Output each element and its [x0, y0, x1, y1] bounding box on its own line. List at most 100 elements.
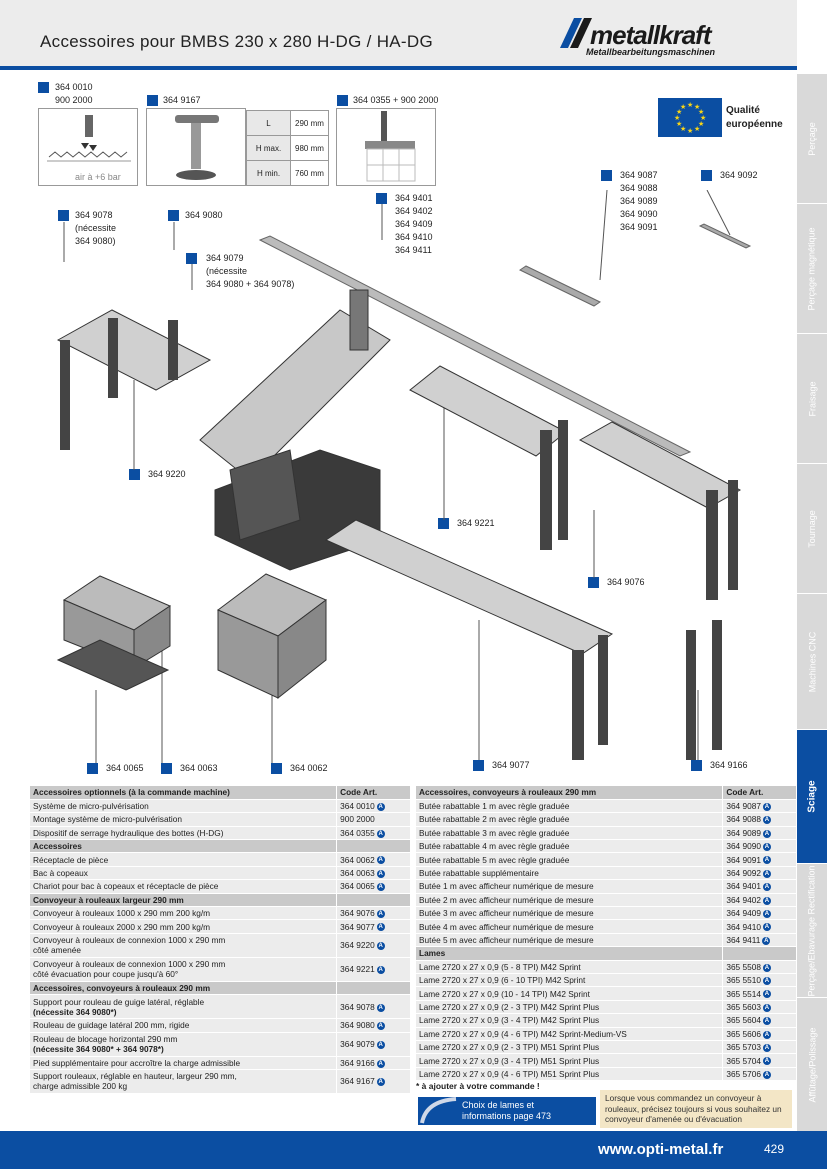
table-row: Lame 2720 x 27 x 0,9 (2 - 3 TPI) M42 Spr… [416, 1000, 796, 1015]
callout-label: 364 0063 [180, 763, 218, 773]
table-section-header: Accessoires [30, 839, 410, 854]
table-row: Support rouleaux, réglable en hauteur, l… [30, 1069, 410, 1094]
callout-marker [376, 193, 387, 204]
tab-percage[interactable]: Perçage [797, 74, 827, 204]
logo-mark-icon [560, 18, 592, 48]
availability-icon: A [376, 802, 385, 811]
availability-icon: A [762, 976, 771, 985]
availability-icon: A [762, 923, 771, 932]
table-row: Chariot pour bac à copeaux et réceptacle… [30, 879, 410, 894]
svg-text:★: ★ [680, 125, 686, 133]
svg-text:★: ★ [680, 103, 686, 111]
availability-icon: A [376, 856, 385, 865]
page-number: 429 [764, 1142, 785, 1156]
availability-icon: A [376, 869, 385, 878]
callout-marker [129, 469, 140, 480]
tab-tournage[interactable]: Tournage [797, 464, 827, 594]
tab-percage-magnetique[interactable]: Perçage magnétique [797, 204, 827, 334]
availability-icon: A [376, 1059, 385, 1068]
callout-marker [588, 577, 599, 588]
availability-icon: A [762, 802, 771, 811]
availability-icon: A [376, 1040, 385, 1049]
table-row: Convoyeur à rouleaux de connexion 1000 x… [30, 933, 410, 958]
availability-icon: A [762, 883, 771, 892]
table-header: Accessoires, convoyeurs à rouleaux 290 m… [416, 786, 796, 800]
callout-marker [701, 170, 712, 181]
availability-icon: A [762, 843, 771, 852]
section-sidebar: Perçage Perçage magnétique Fraisage Tour… [797, 74, 827, 1134]
tab-sciage[interactable]: Sciage [797, 730, 827, 864]
callout-marker [87, 763, 98, 774]
availability-icon: A [376, 942, 385, 951]
brand-logo: metallkraft Metallbearbeitungsmaschinen [560, 18, 788, 60]
table-row: Lame 2720 x 27 x 0,9 (3 - 4 TPI) M51 Spr… [416, 1053, 796, 1068]
tab-percage-ebavurage[interactable]: Perçage/Ebavurage Rectification [797, 864, 827, 998]
availability-icon: A [376, 883, 385, 892]
table-section-header: Accessoires, convoyeurs à rouleaux 290 m… [30, 981, 410, 996]
callout-marker [147, 95, 158, 106]
callout-marker [168, 210, 179, 221]
callout-label: 364 9076 [607, 577, 645, 587]
optional-accessories-table: Accessoires optionnels (à la commande ma… [30, 786, 410, 1094]
table-row: Support pour rouleau de guige latéral, r… [30, 994, 410, 1020]
page-title: Accessoires pour BMBS 230 x 280 H-DG / H… [40, 32, 433, 51]
air-pressure-label: air à +6 bar [75, 172, 121, 182]
svg-text:★: ★ [700, 114, 706, 122]
table-row: Rouleau de guidage latéral 200 mm, rigid… [30, 1018, 410, 1033]
availability-icon: A [376, 923, 385, 932]
page-header: Accessoires pour BMBS 230 x 280 H-DG / H… [0, 0, 797, 70]
saw-blade-icon [420, 1097, 457, 1124]
footnote: * à ajouter à votre commande ! [416, 1081, 540, 1091]
spray-system-illustration: air à +6 bar [38, 108, 138, 186]
svg-text:★: ★ [694, 103, 700, 111]
table-row: Pied supplémentaire pour accroître la ch… [30, 1056, 410, 1070]
callout-marker [38, 82, 49, 93]
callout-marker [186, 253, 197, 264]
callout-label: 364 9221 [457, 518, 495, 528]
callout-marker [271, 763, 282, 774]
table-row: Convoyeur à rouleaux de connexion 1000 x… [30, 957, 410, 982]
availability-icon: A [376, 966, 385, 975]
svg-text:★: ★ [698, 108, 704, 116]
availability-icon: A [762, 829, 771, 838]
callout-marker [337, 95, 348, 106]
callout-marker [691, 760, 702, 771]
callout-label: 364 0355 + 900 2000 [353, 95, 439, 105]
availability-icon: A [376, 829, 385, 838]
website-link[interactable]: www.opti-metal.fr [598, 1141, 724, 1158]
tab-machines-cnc[interactable]: Machines CNC [797, 594, 827, 730]
tab-fraisage[interactable]: Fraisage [797, 334, 827, 464]
availability-icon: A [762, 1030, 771, 1039]
logo-wordmark: metallkraft [590, 20, 711, 50]
callout-label: 364 9167 [163, 95, 201, 105]
callout-marker [473, 760, 484, 771]
table-row: Butée 1 m avec afficheur numérique de me… [416, 879, 796, 894]
table-row: Lame 2720 x 27 x 0,9 (4 - 6 TPI) M42 Spr… [416, 1027, 796, 1041]
availability-icon: A [762, 1003, 771, 1012]
table-row: Lame 2720 x 27 x 0,9 (6 - 10 TPI) M42 Sp… [416, 973, 796, 988]
availability-icon: A [762, 963, 771, 972]
tab-affutage[interactable]: Affûtage/Polissage [797, 998, 827, 1132]
availability-icon: A [762, 1043, 771, 1052]
table-row: Lame 2720 x 27 x 0,9 (2 - 3 TPI) M51 Spr… [416, 1040, 796, 1055]
availability-icon: A [762, 1017, 771, 1026]
availability-icon: A [762, 869, 771, 878]
callout-label: 364 9092 [720, 170, 758, 180]
logo-subtitle: Metallbearbeitungsmaschinen [586, 47, 716, 57]
table-row: Lame 2720 x 27 x 0,9 (5 - 8 TPI) M42 Spr… [416, 960, 796, 974]
table-row: Butée 3 m avec afficheur numérique de me… [416, 906, 796, 921]
availability-icon: A [762, 936, 771, 945]
table-row: Lame 2720 x 27 x 0,9 (4 - 6 TPI) M51 Spr… [416, 1067, 796, 1082]
svg-text:★: ★ [687, 127, 693, 135]
svg-text:★: ★ [698, 120, 704, 128]
callout-marker [601, 170, 612, 181]
